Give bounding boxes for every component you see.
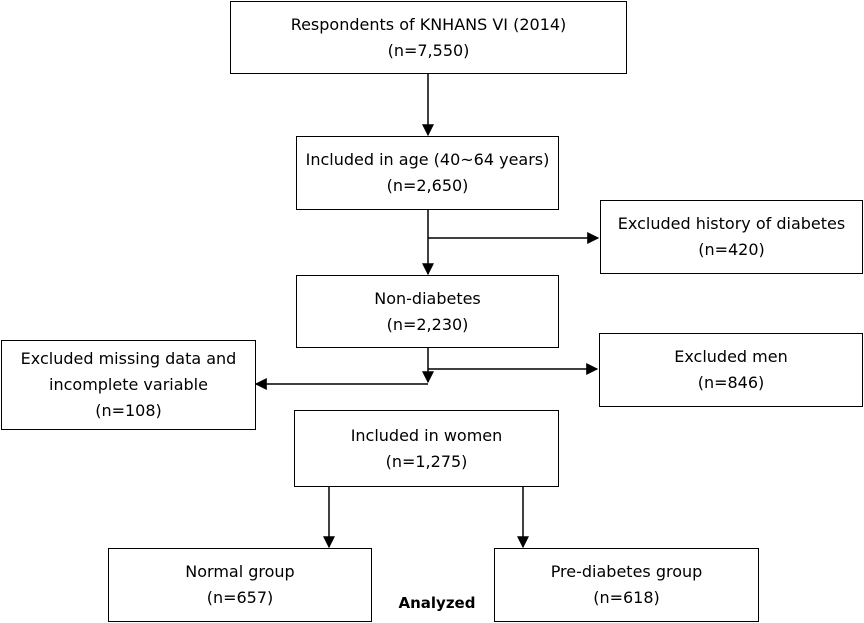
excluded-men-count: (n=846) xyxy=(697,373,765,392)
age-count: (n=2,650) xyxy=(386,176,469,195)
women-box: Included in women (n=1,275) xyxy=(294,410,559,487)
excluded-diabetes-box: Excluded history of diabetes (n=420) xyxy=(600,200,863,274)
respondents-title: Respondents of KNHANS VI (2014) xyxy=(290,14,567,34)
excluded-missing-subtitle: incomplete variable xyxy=(49,375,208,394)
respondents-box: Respondents of KNHANS VI (2014) (n=7,550… xyxy=(230,1,627,74)
normal-group-title: Normal group xyxy=(185,562,295,581)
women-title: Included in women xyxy=(350,425,503,445)
excluded-men-box: Excluded men (n=846) xyxy=(599,333,863,407)
respondents-count: (n=7,550) xyxy=(387,40,470,60)
prediabetes-group-count: (n=618) xyxy=(593,588,660,607)
non-diabetes-count: (n=2,230) xyxy=(386,314,469,334)
prediabetes-group-title: Pre-diabetes group xyxy=(550,562,703,581)
analyzed-label: Analyzed xyxy=(398,594,476,612)
excluded-missing-box: Excluded missing data and incomplete var… xyxy=(1,340,256,430)
women-count: (n=1,275) xyxy=(385,451,468,471)
excluded-diabetes-count: (n=420) xyxy=(698,240,765,259)
non-diabetes-title: Non-diabetes xyxy=(374,288,481,308)
normal-group-box: Normal group (n=657) xyxy=(108,548,372,622)
prediabetes-group-box: Pre-diabetes group (n=618) xyxy=(494,548,759,622)
excluded-men-title: Excluded men xyxy=(674,347,788,366)
normal-group-count: (n=657) xyxy=(206,588,274,607)
excluded-diabetes-title: Excluded history of diabetes xyxy=(617,214,846,233)
excluded-missing-count: (n=108) xyxy=(95,401,162,420)
age-box: Included in age (40~64 years) (n=2,650) xyxy=(296,136,559,210)
age-title: Included in age (40~64 years) xyxy=(305,150,550,169)
non-diabetes-box: Non-diabetes (n=2,230) xyxy=(296,275,559,348)
excluded-missing-title: Excluded missing data and xyxy=(20,349,237,368)
